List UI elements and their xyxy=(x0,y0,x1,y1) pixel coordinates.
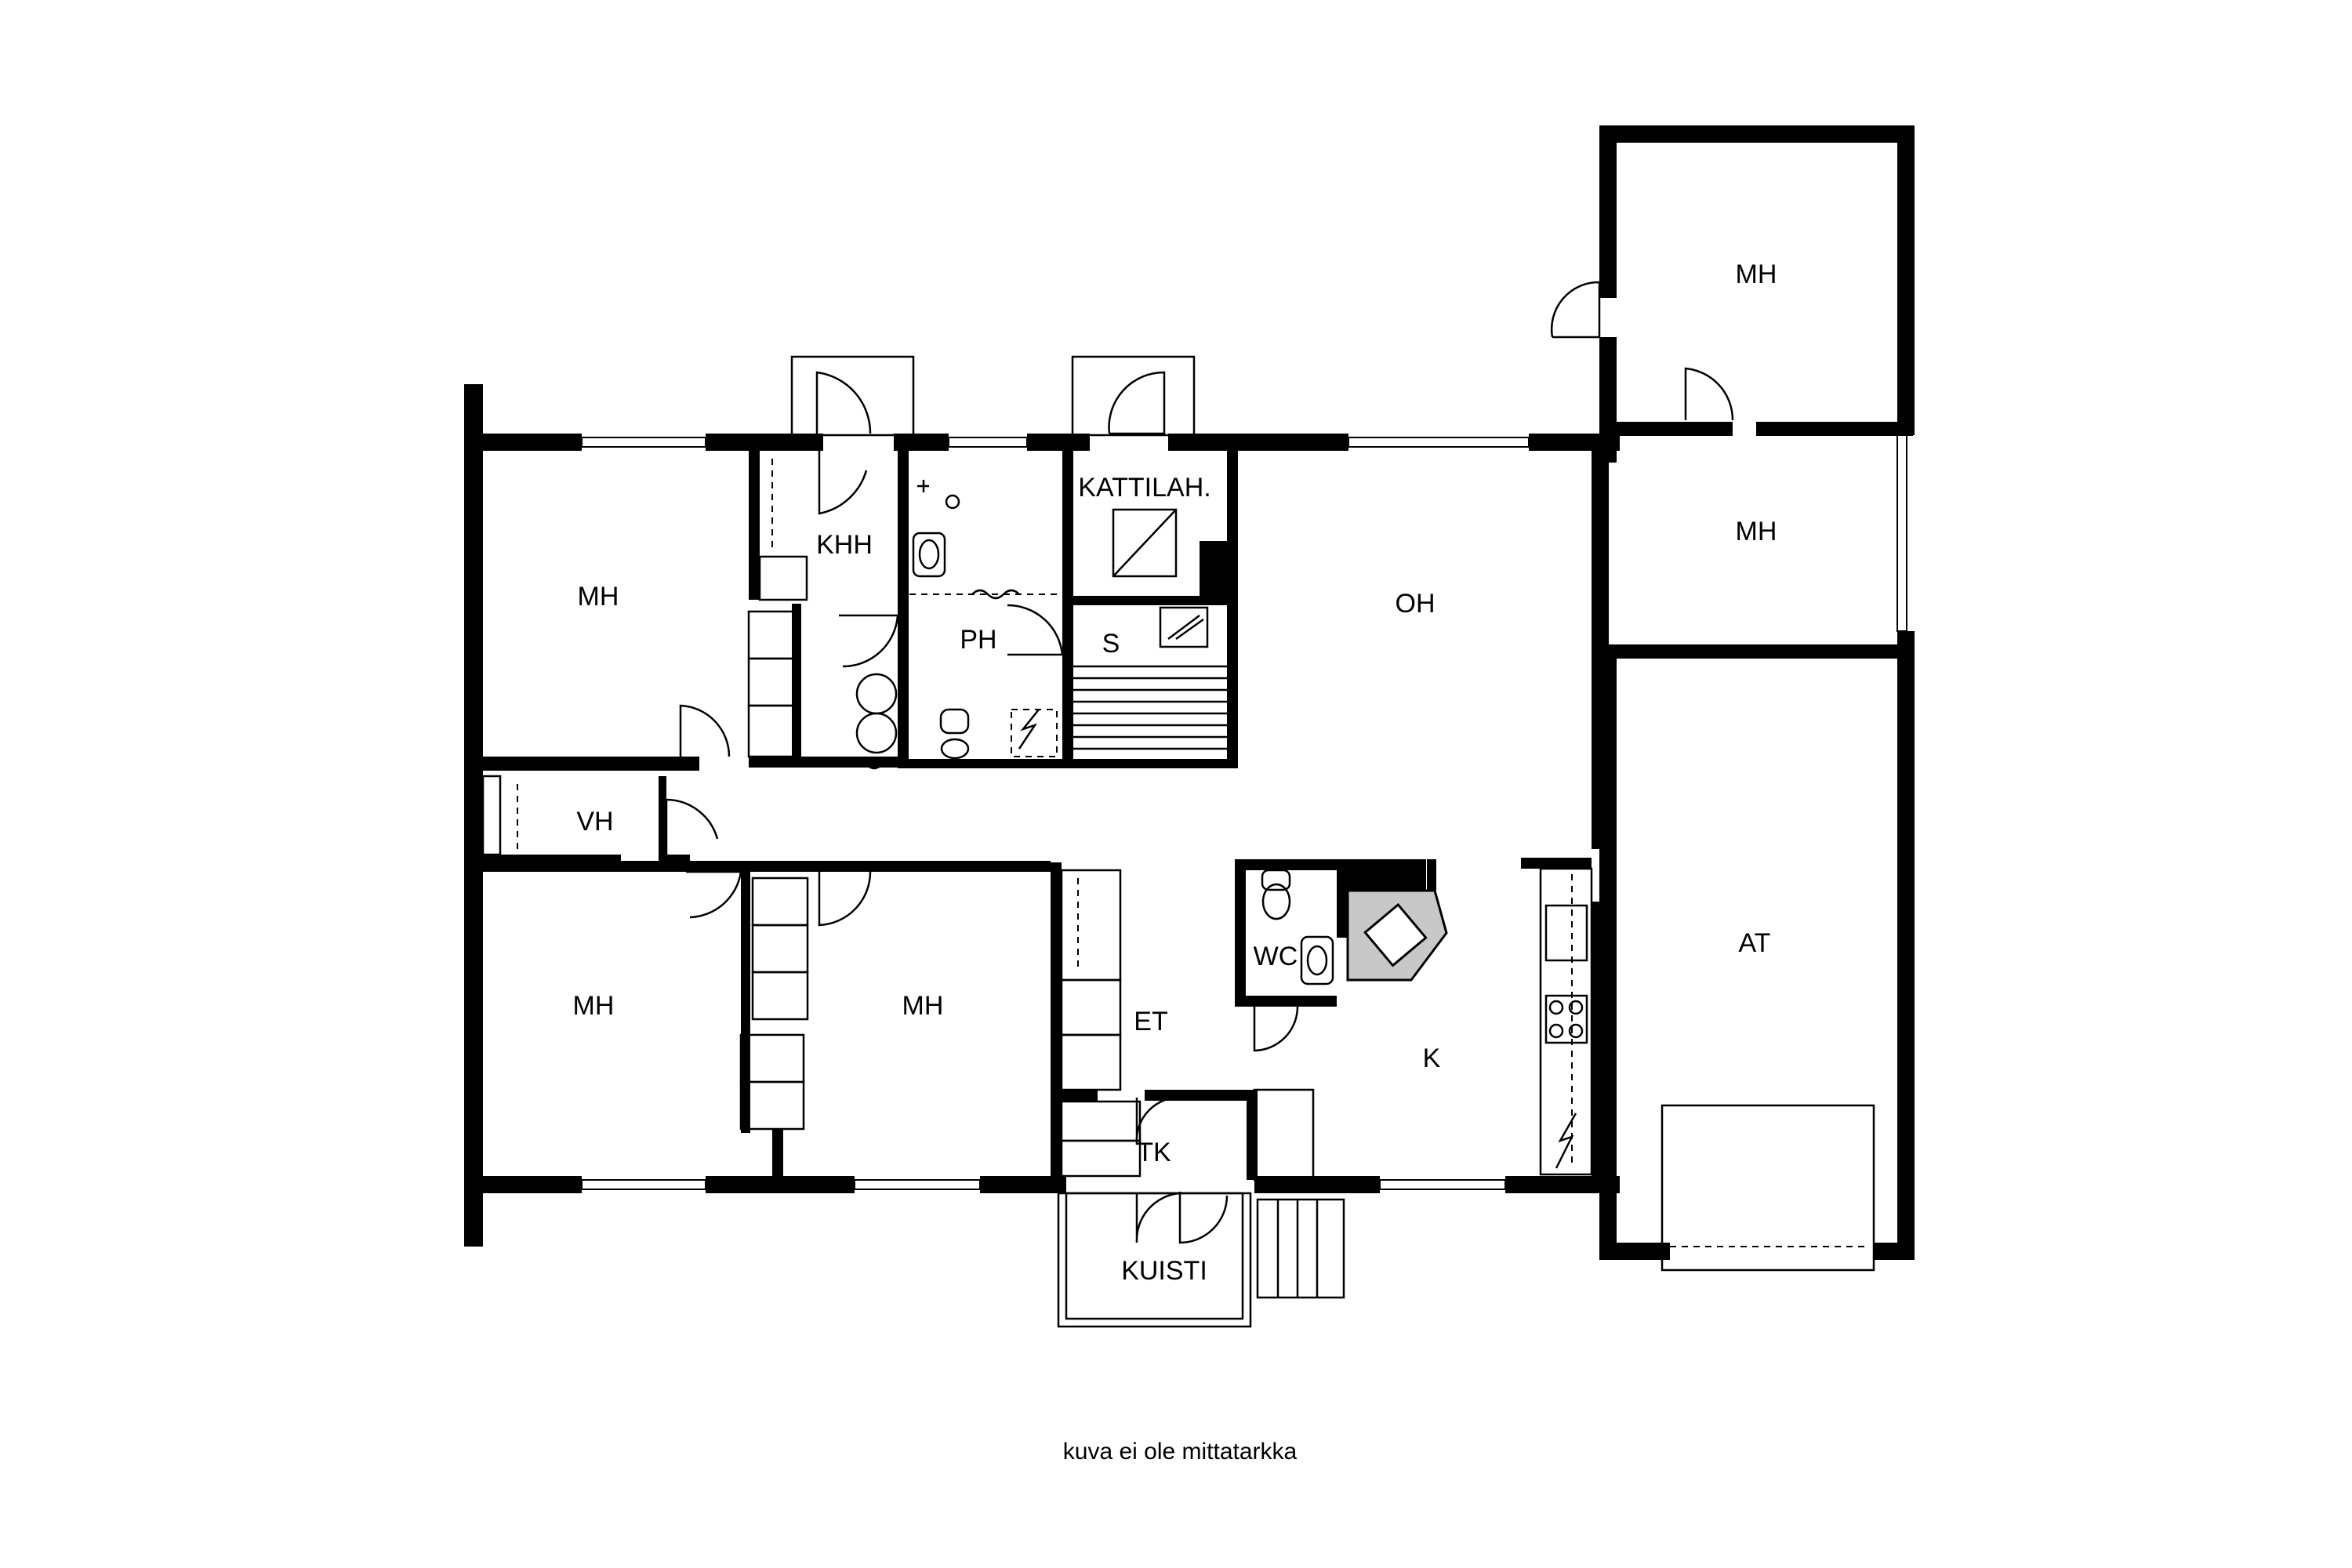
caption: kuva ei ole mittatarkka xyxy=(1063,1439,1298,1465)
room-label-s: S xyxy=(1102,629,1120,659)
fireplace-insert xyxy=(1363,902,1428,967)
room-label-wc: WC xyxy=(1254,942,1298,971)
room-label-k: K xyxy=(1423,1044,1441,1073)
room-label-vh: VH xyxy=(576,807,613,837)
fixtures xyxy=(481,459,1593,1328)
room-label-oh: OH xyxy=(1396,589,1436,619)
right-wing-walls xyxy=(1599,125,1915,1260)
doors xyxy=(665,281,1734,1244)
interior-walls xyxy=(464,451,1592,1184)
room-label-tk: TK xyxy=(1137,1138,1171,1167)
room-label-khh: KHH xyxy=(816,530,873,560)
room-label-ph: PH xyxy=(960,625,996,655)
room-label-et: ET xyxy=(1134,1007,1167,1036)
room-label-mh-top-right: MH xyxy=(1736,260,1777,289)
exterior-walls xyxy=(464,384,1620,1247)
room-labels: MH MH MH KHH KATTILAH. OH PH S VH MH MH … xyxy=(573,260,1777,1286)
room-label-mh-left: MH xyxy=(578,582,619,612)
windows xyxy=(581,434,1907,1190)
room-label-at: AT xyxy=(1739,928,1771,958)
room-label-mh-bottom-mid: MH xyxy=(902,991,944,1021)
room-label-kattilah: KATTILAH. xyxy=(1078,473,1210,503)
room-label-kuisti: KUISTI xyxy=(1121,1256,1207,1286)
room-label-mh-bottom-left: MH xyxy=(573,991,615,1021)
garage-door xyxy=(1661,1104,1875,1272)
room-label-mh-mid-right: MH xyxy=(1736,517,1777,546)
